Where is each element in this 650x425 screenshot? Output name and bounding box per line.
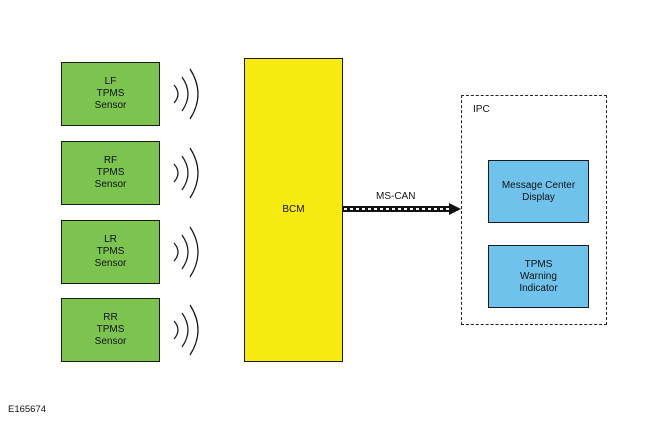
sensor-type-label: TPMS bbox=[96, 88, 125, 99]
lr-tpms-sensor-box: LR TPMS Sensor bbox=[61, 220, 160, 284]
rr-tpms-sensor-box: RR TPMS Sensor bbox=[61, 298, 160, 362]
sensor-word-label: Sensor bbox=[94, 258, 127, 269]
sensor-word-label: Sensor bbox=[94, 179, 127, 190]
tpms-indicator-label-line3: Indicator bbox=[519, 282, 558, 294]
message-center-label-line2: Display bbox=[522, 191, 555, 203]
sensor-position-label: LR bbox=[104, 234, 117, 245]
lr-radio-waves-icon bbox=[173, 226, 199, 278]
rf-radio-waves-icon bbox=[173, 147, 199, 199]
message-center-display-box: Message Center Display bbox=[488, 160, 589, 223]
sensor-position-label: LF bbox=[104, 76, 117, 87]
ms-can-bus-line bbox=[343, 203, 461, 215]
rf-tpms-sensor-box: RF TPMS Sensor bbox=[61, 141, 160, 205]
tpms-indicator-label-line1: TPMS bbox=[524, 258, 553, 270]
bcm-module-box: BCM bbox=[244, 58, 343, 362]
sensor-word-label: Sensor bbox=[94, 100, 127, 111]
ipc-frame bbox=[461, 95, 607, 325]
sensor-position-label: RR bbox=[103, 312, 118, 323]
rr-radio-waves-icon bbox=[173, 304, 199, 356]
tpms-warning-indicator-box: TPMS Warning Indicator bbox=[488, 245, 589, 308]
sensor-position-label: RF bbox=[103, 155, 118, 166]
sensor-type-label: TPMS bbox=[96, 246, 125, 257]
message-center-label-line1: Message Center bbox=[501, 179, 576, 191]
lf-radio-waves-icon bbox=[173, 68, 199, 120]
ms-can-label: MS-CAN bbox=[376, 191, 416, 202]
figure-id: E165674 bbox=[8, 404, 47, 415]
lf-tpms-sensor-box: LF TPMS Sensor bbox=[61, 62, 160, 126]
sensor-type-label: TPMS bbox=[96, 324, 125, 335]
sensor-word-label: Sensor bbox=[94, 336, 127, 347]
bcm-label: BCM bbox=[282, 204, 305, 215]
ipc-label: IPC bbox=[473, 104, 490, 115]
sensor-type-label: TPMS bbox=[96, 167, 125, 178]
tpms-indicator-label-line2: Warning bbox=[520, 270, 557, 282]
